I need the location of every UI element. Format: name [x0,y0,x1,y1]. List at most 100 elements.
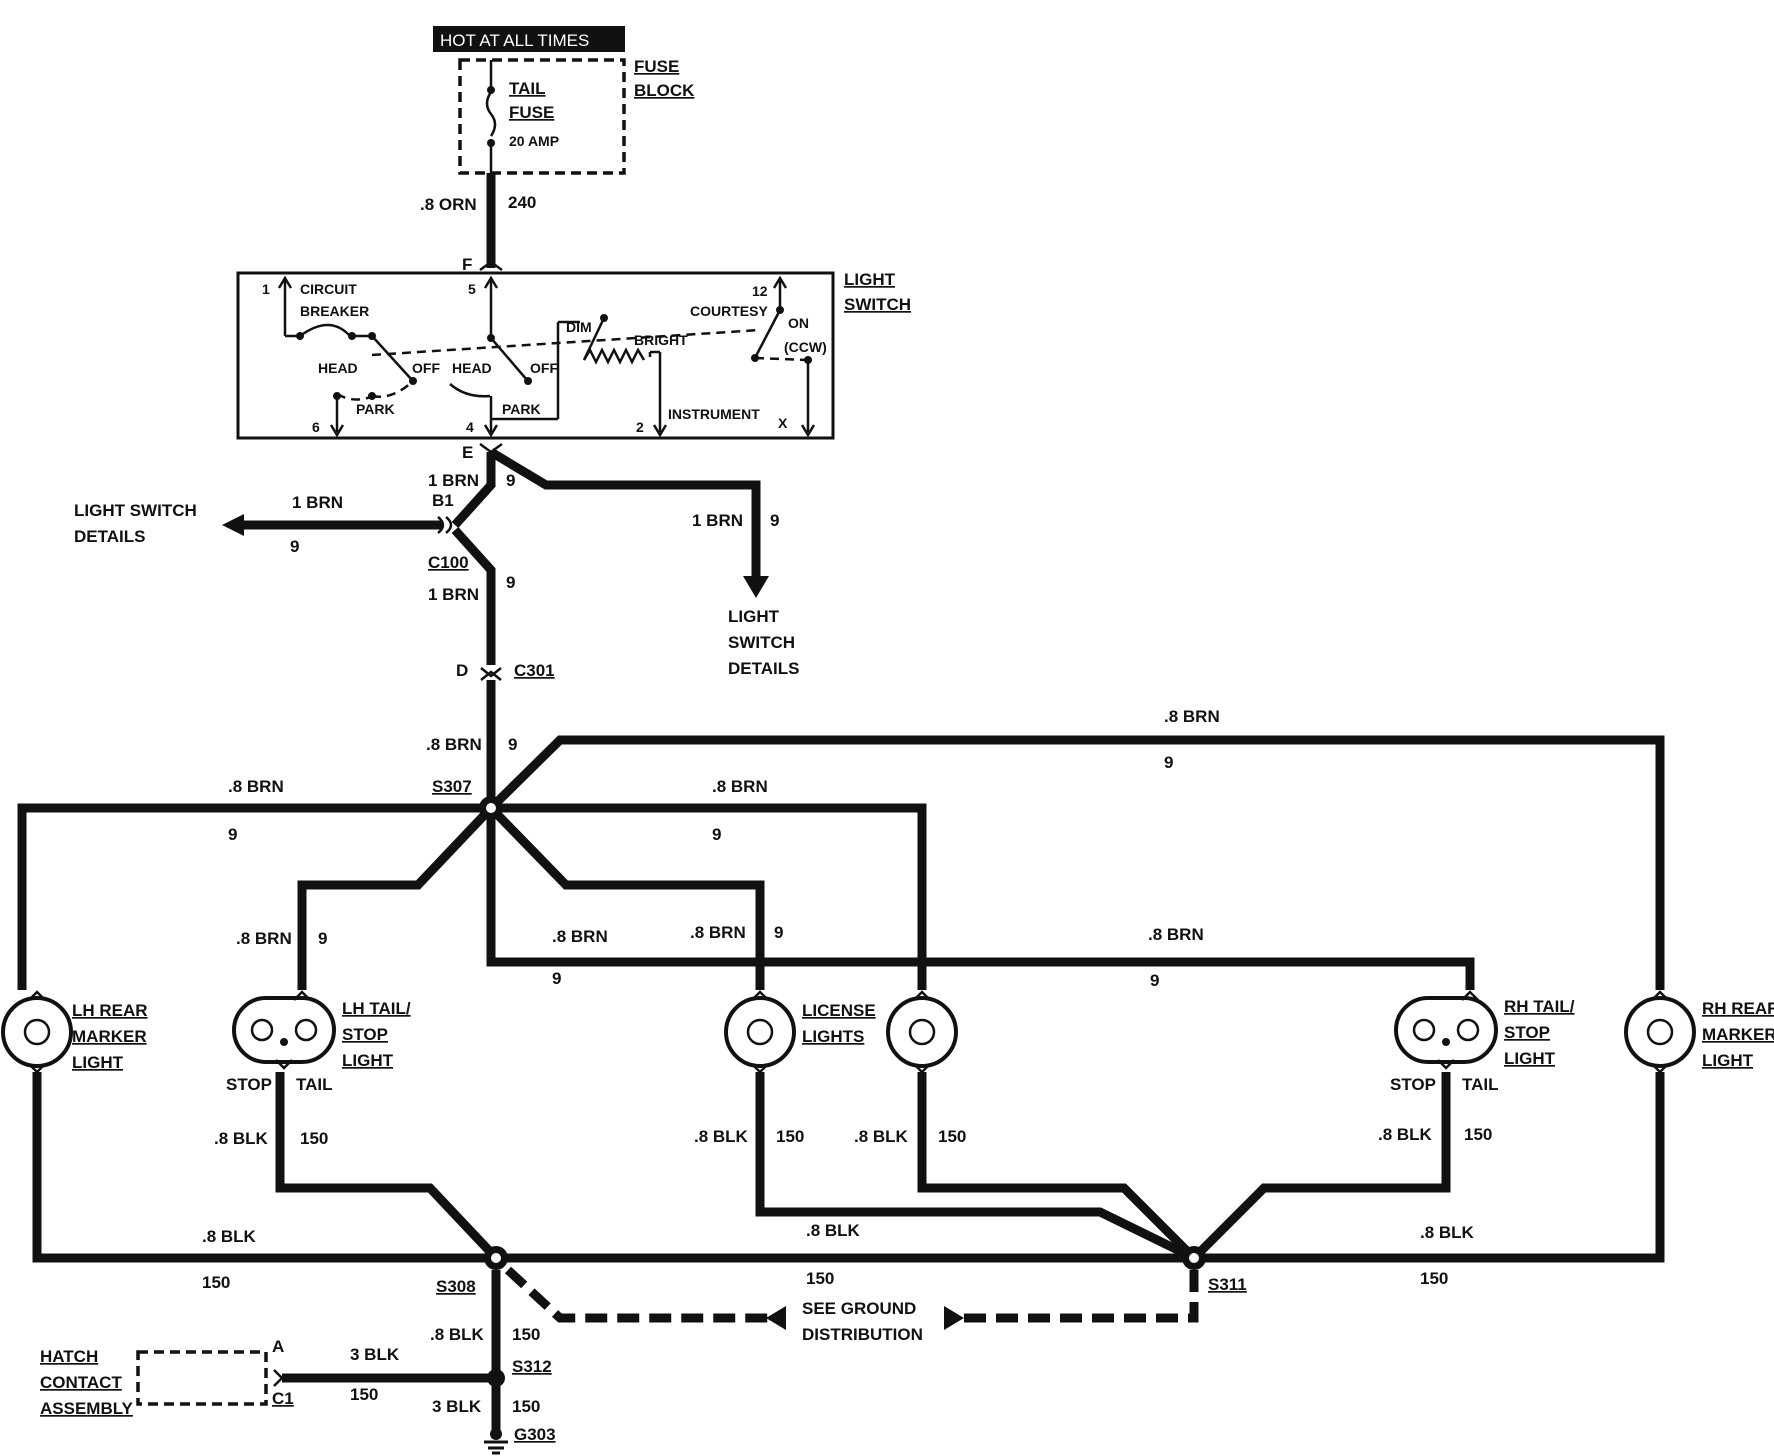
lh-tail-label-3: LIGHT [342,1051,394,1070]
wire-blk-lh-stop-ckt: 150 [300,1129,328,1148]
hatch-pin-c1: C1 [272,1389,294,1408]
wire-1brn-left: 1 BRN [292,493,343,512]
wire-8brn-far-right-ckt: 9 [1164,753,1173,772]
rh-marker-label: RH REAR [1702,999,1774,1018]
pin-1: 1 [262,281,270,297]
rh-tail-label: RH TAIL/ [1504,997,1575,1016]
wire-blk-license [755,1072,1196,1263]
wire-8brn-mid-label: .8 BRN [712,777,768,796]
wire-blk-license-2 [917,1072,1198,1262]
wire-8brn-main: .8 BRN [426,735,482,754]
wire-8brn-left-label: .8 BRN [228,777,284,796]
wire-blk-license-label: .8 BLK [694,1127,749,1146]
connector-b1-label: B1 [432,491,454,510]
pin-6: 6 [312,419,320,435]
lh-marker-label: LH REAR [72,1001,148,1020]
license-label-2: LIGHTS [802,1027,864,1046]
fuse-rating: 20 AMP [509,133,559,149]
lh-marker-label-2: MARKER [72,1027,147,1046]
lh-tail-pin: TAIL [296,1075,333,1094]
park-label-2: PARK [502,401,541,417]
right-details-ref-3: DETAILS [728,659,799,678]
right-details-ref: LIGHT [728,607,780,626]
tail-fuse-label-2: FUSE [509,103,554,122]
hatch-pin-a: A [272,1337,284,1356]
splice-s311-label: S311 [1208,1275,1247,1294]
lh-marker-label-3: LIGHT [72,1053,124,1072]
wire-blk-rh-stop-ckt: 150 [1464,1125,1492,1144]
wire-blk-right-bottom-label: .8 BLK [1420,1223,1475,1242]
ground-distribution-link-left [504,1266,770,1323]
ground-distribution-link-right [958,1270,1199,1323]
tail-fuse-symbol [485,60,497,173]
hatch-contact-box [136,1350,268,1406]
wire-1brn-c100-to-c301 [451,526,496,665]
wire-3blk-hatch-ckt: 150 [350,1385,378,1404]
ground-ref-arrow-left [766,1306,786,1330]
wire-8brn-far-right [487,735,1665,990]
light-switch-title-2: SWITCH [844,295,911,314]
ground-ref-label-2: DISTRIBUTION [802,1325,923,1344]
off-label-2: OFF [530,360,558,376]
wire-blk-center-label: .8 BLK [854,1127,909,1146]
dim-label: DIM [566,319,592,335]
wire-8brn-mid [491,803,927,990]
bright-label: BRIGHT [634,332,688,348]
wire-8brn-lhtail-label: .8 BRN [236,929,292,948]
instrument-label: INSTRUMENT [668,406,760,422]
left-details-ref: LIGHT SWITCH [74,501,197,520]
wire-8brn-license-label: .8 BRN [690,923,746,942]
rh-tail-pin: TAIL [1462,1075,1499,1094]
wire-blk-mid-bottom-label: .8 BLK [806,1221,861,1240]
terminal-e-connector [479,442,503,454]
light-switch-outline [236,271,835,440]
ground-ref-label: SEE GROUND [802,1299,916,1318]
wire-8brn-license [487,804,765,990]
wire-blk-lh-stop [275,1072,500,1262]
terminal-f-connector [479,260,503,272]
off-label-1: OFF [412,360,440,376]
wire-8brn-mid-ckt: 9 [712,825,721,844]
wire-8brn-main-ckt: 9 [508,735,517,754]
lh-tail-stop-light [232,990,336,1070]
wire-8brn-left [17,803,491,990]
pin-12: 12 [752,283,768,299]
hatch-label-2: CONTACT [40,1373,122,1392]
wire-1brn-left-ckt: 9 [290,537,299,556]
on-label: ON [788,315,809,331]
lh-rear-marker-light [1,990,73,1074]
wire-1brn-b-ckt: 9 [506,573,515,592]
light-switch-title: LIGHT [844,270,896,289]
rh-tail-label-3: LIGHT [1504,1049,1556,1068]
fuse-block-title: FUSE [634,57,679,76]
wire-blk-left-bottom-ckt: 150 [202,1273,230,1292]
license-label: LICENSE [802,1001,876,1020]
head-label-1: HEAD [318,360,358,376]
wire-1brn-a-ckt: 9 [506,471,515,490]
terminal-f: F [462,255,472,274]
ground-g303-label: G303 [514,1425,556,1444]
wire-blk-rh-stop-label: .8 BLK [1378,1125,1433,1144]
rh-rear-marker-light [1624,990,1696,1074]
wire-1brn-right-ckt: 9 [770,511,779,530]
ccw-label: (CCW) [784,339,827,355]
wire-8brn-lower-ckt: 9 [552,969,561,988]
pin-5: 5 [468,281,476,297]
splice-s312-label: S312 [512,1357,552,1376]
wire-3blk-ground-label: 3 BLK [432,1397,482,1416]
wire-8brn-lhtail [297,804,495,990]
ground-ref-arrow-right [944,1306,964,1330]
ground-g303-symbol [484,1428,508,1455]
wire-3blk-ground-ckt: 150 [512,1397,540,1416]
wire-blk-s308-down-ckt: 150 [512,1325,540,1344]
wire-8brn-lower [486,808,1475,990]
rh-stop-pin: STOP [1390,1075,1436,1094]
circuit-breaker-label: CIRCUIT [300,281,357,297]
wire-blk-center-ckt: 150 [938,1127,966,1146]
rh-tail-label-2: STOP [1504,1023,1550,1042]
connector-d-label: D [456,661,468,680]
right-details-arrow [743,576,769,598]
fuse-block-outline [458,58,626,175]
wire-1brn-e-to-right [488,448,761,580]
